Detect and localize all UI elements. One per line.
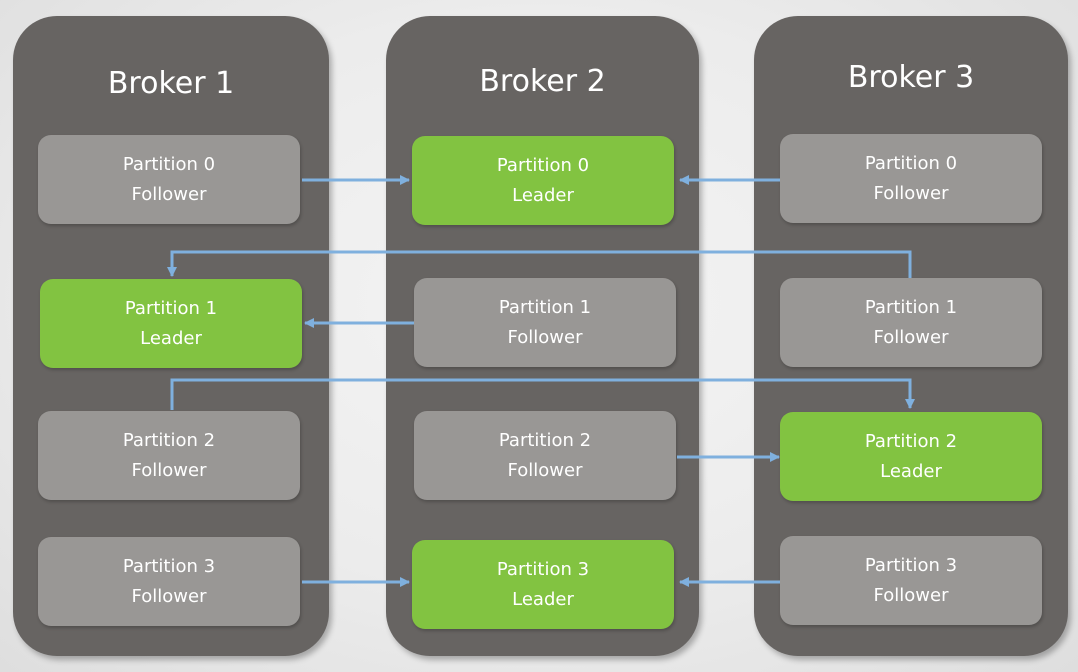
partition-name: Partition 3 [496, 558, 590, 580]
partition-role: Follower [131, 459, 207, 481]
partition-name: Partition 1 [864, 296, 958, 318]
partition-name: Partition 2 [122, 429, 216, 451]
partition-name: Partition 0 [122, 153, 216, 175]
broker-2-title: Broker 2 [479, 64, 606, 99]
partition-role: Leader [880, 460, 942, 482]
broker-1-partition-3: Partition 3 Follower [38, 537, 300, 626]
partition-role: Follower [873, 326, 949, 348]
broker-3-partition-3: Partition 3 Follower [780, 536, 1042, 625]
partition-name: Partition 0 [496, 154, 590, 176]
broker-1-partition-1: Partition 1 Leader [40, 279, 302, 368]
partition-name: Partition 3 [864, 554, 958, 576]
partition-name: Partition 3 [122, 555, 216, 577]
broker-3-panel: Broker 3 Partition 0 Follower Partition … [754, 16, 1068, 656]
partition-name: Partition 2 [864, 430, 958, 452]
partition-name: Partition 1 [498, 296, 592, 318]
partition-role: Leader [140, 327, 202, 349]
partition-name: Partition 1 [124, 297, 218, 319]
broker-1-partition-0: Partition 0 Follower [38, 135, 300, 224]
broker-1-partition-2: Partition 2 Follower [38, 411, 300, 500]
broker-2-panel: Broker 2 Partition 0 Leader Partition 1 … [386, 16, 699, 656]
broker-3-title: Broker 3 [847, 60, 975, 95]
broker-3-partition-1: Partition 1 Follower [780, 278, 1042, 367]
partition-role: Follower [507, 459, 583, 481]
partition-role: Follower [873, 182, 949, 204]
broker-2-partition-3: Partition 3 Leader [412, 540, 674, 629]
partition-name: Partition 2 [498, 429, 592, 451]
partition-role: Follower [131, 183, 207, 205]
broker-1-title: Broker 1 [107, 66, 235, 101]
broker-1-panel: Broker 1 Partition 0 Follower Partition … [13, 16, 329, 656]
partition-role: Follower [873, 584, 949, 606]
partition-name: Partition 0 [864, 152, 958, 174]
partition-role: Leader [512, 184, 574, 206]
partition-role: Leader [512, 588, 574, 610]
broker-2-partition-2: Partition 2 Follower [414, 411, 676, 500]
broker-2-partition-1: Partition 1 Follower [414, 278, 676, 367]
partition-role: Follower [131, 585, 207, 607]
broker-2-partition-0: Partition 0 Leader [412, 136, 674, 225]
partition-role: Follower [507, 326, 583, 348]
broker-3-partition-0: Partition 0 Follower [780, 134, 1042, 223]
broker-3-partition-2: Partition 2 Leader [780, 412, 1042, 501]
